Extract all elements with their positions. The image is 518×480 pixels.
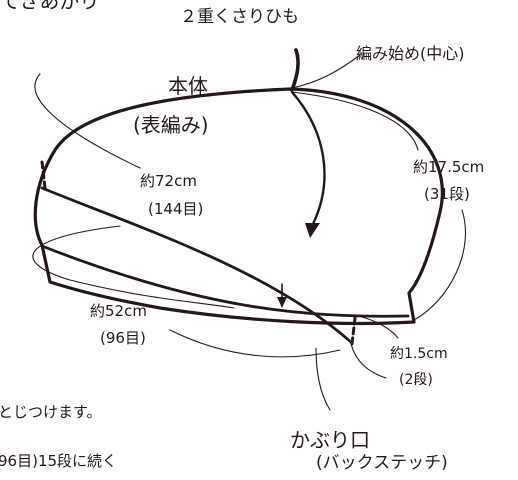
circumference-size: 約72cm [140,172,197,190]
height-size: 約17.5cm [413,158,485,176]
circumference-count: (144目) [148,200,204,218]
chain-cord [290,48,300,92]
leader-opening [315,347,331,411]
body-title: 本体 [168,74,208,98]
note-line-2: 96目)15段に続く [0,452,118,470]
cord-label: ２重くさりひも [180,7,299,27]
opening-title: かぶり口 [290,428,370,452]
beret-body-outline [33,87,444,326]
header-fragment: てきあがり [0,0,100,13]
leader-circ [34,73,141,169]
band-seam-right [350,316,357,346]
band-size: 約52cm [90,302,147,320]
leader-height-top [291,91,419,151]
height-rows: (31段) [424,185,470,203]
edge-size: 約1.5cm [390,346,448,362]
leader-start [291,54,361,89]
opening-subtitle: (バックステッチ) [316,453,448,473]
body-subtitle: (表編み) [133,113,209,137]
start-label: 編み始め(中心) [356,44,465,63]
leader-edge2 [350,343,387,379]
inner-arrowhead [305,223,320,238]
note-line-1: とじつけます。 [0,403,102,421]
band-bottom-line [40,244,410,318]
leader-height-bottom [413,209,467,321]
inner-arrow-line [290,90,326,228]
leader-band [32,225,235,309]
band-seam-left [40,160,47,190]
edge-rows: (2段) [399,372,433,388]
leader-band2 [169,329,341,358]
band-outline [40,186,354,345]
leader-edge [357,315,399,339]
band-arrowhead [277,297,287,308]
band-count: (96目) [100,329,146,347]
